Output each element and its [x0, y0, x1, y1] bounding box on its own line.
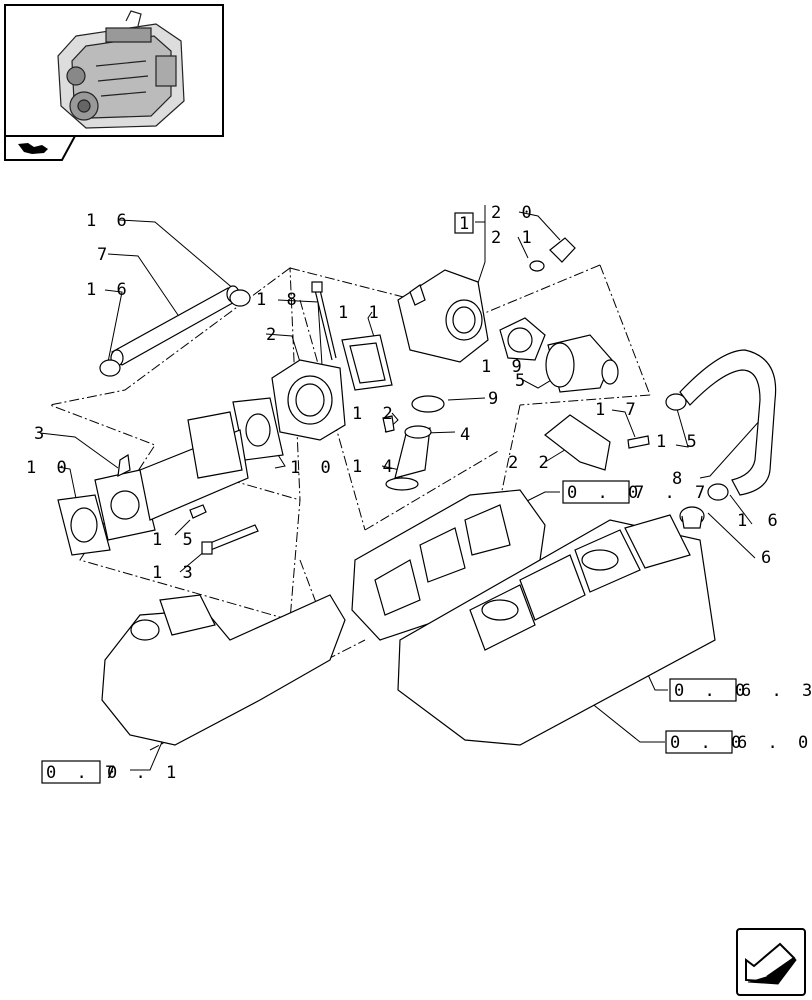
- label-3: 3: [34, 424, 49, 444]
- next-page-arrow-icon: [745, 942, 797, 985]
- part-13-15-bolts[interactable]: [189, 435, 650, 555]
- engine-thumbnail-icon: [57, 10, 185, 129]
- label-17: 1 7: [595, 400, 641, 420]
- label-21: 2 1: [491, 228, 537, 248]
- label-13: 1 3: [152, 563, 198, 583]
- part-16-clamps[interactable]: [99, 289, 729, 501]
- label-2: 2: [266, 325, 281, 345]
- svg-text:7 . 1: 7 . 1: [105, 763, 181, 783]
- label-16-top: 1 6: [86, 211, 132, 231]
- part-2-housing[interactable]: [271, 359, 346, 441]
- svg-text:0 . 0: 0 . 0: [670, 733, 746, 753]
- folder-arrow-icon: [4, 135, 77, 161]
- label-16-right: 1 6: [737, 511, 783, 531]
- label-14: 1 4: [352, 457, 398, 477]
- label-6: 6: [761, 548, 776, 568]
- label-12: 1 2: [352, 404, 398, 424]
- label-10-left: 1 0: [26, 458, 72, 478]
- part-3-egr-cooler[interactable]: [94, 411, 249, 541]
- svg-text:0 . 0: 0 . 0: [567, 483, 643, 503]
- part-10-gaskets[interactable]: [57, 397, 284, 556]
- part-19-gasket[interactable]: [499, 317, 546, 361]
- label-18: 1 8: [256, 290, 302, 310]
- part-11-gasket[interactable]: [341, 334, 393, 391]
- label-22: 2 2: [508, 453, 554, 473]
- next-page-button[interactable]: [736, 928, 806, 996]
- label-15-right: 1 5: [656, 432, 702, 452]
- label-9: 9: [488, 389, 503, 409]
- label-7: 7: [97, 245, 112, 265]
- exhaust-manifold: [351, 489, 546, 641]
- part-labels: 1 6 7 1 6 1 8 1 1 2 3 1 0 1 0 1 5 1 3 1 …: [26, 203, 783, 583]
- label-10-right: 1 0: [290, 458, 336, 478]
- folder-tab[interactable]: [4, 135, 77, 161]
- ref-0-07-1[interactable]: 0 . 0 7 . 1: [41, 760, 181, 784]
- svg-text:0 . 0: 0 . 0: [674, 681, 750, 701]
- label-20: 2 0: [491, 203, 537, 223]
- svg-text:7 . 7: 7 . 7: [634, 483, 710, 503]
- label-1-boxed: 1: [454, 212, 474, 234]
- svg-text:6 . 0: 6 . 0: [737, 733, 812, 753]
- label-5: 5: [515, 371, 530, 391]
- ref-0-07-7[interactable]: 0 . 0 7 . 7: [562, 480, 710, 504]
- part-9-clamp[interactable]: [411, 395, 445, 413]
- label-16-left: 1 6: [86, 280, 132, 300]
- part-8-hose[interactable]: [679, 349, 777, 496]
- svg-text:6 . 3: 6 . 3: [741, 681, 812, 701]
- part-22-bracket[interactable]: [544, 414, 611, 471]
- part-4-elbow[interactable]: [382, 415, 432, 491]
- part-5-fitting[interactable]: [545, 334, 619, 393]
- label-11: 1 1: [338, 303, 384, 323]
- label-4: 4: [460, 425, 475, 445]
- cylinder-head: [397, 514, 716, 746]
- label-8: 8: [672, 469, 687, 489]
- engine-thumbnail: [4, 4, 224, 137]
- label-15-left: 1 5: [152, 530, 198, 550]
- ref-0-06-0[interactable]: 0 . 0 6 . 0: [665, 730, 812, 754]
- part-6-plug[interactable]: [679, 506, 705, 529]
- svg-text:0 . 0: 0 . 0: [46, 763, 122, 783]
- ref-0-06-3[interactable]: 0 . 0 6 . 3: [669, 678, 812, 702]
- intake-manifold: [101, 594, 346, 746]
- part-1-egr-valve[interactable]: [397, 269, 489, 363]
- svg-text:1: 1: [459, 214, 474, 234]
- part-18-bolt[interactable]: [311, 281, 337, 361]
- part-20-21-plug[interactable]: [529, 237, 576, 272]
- label-19: 1 9: [481, 357, 527, 377]
